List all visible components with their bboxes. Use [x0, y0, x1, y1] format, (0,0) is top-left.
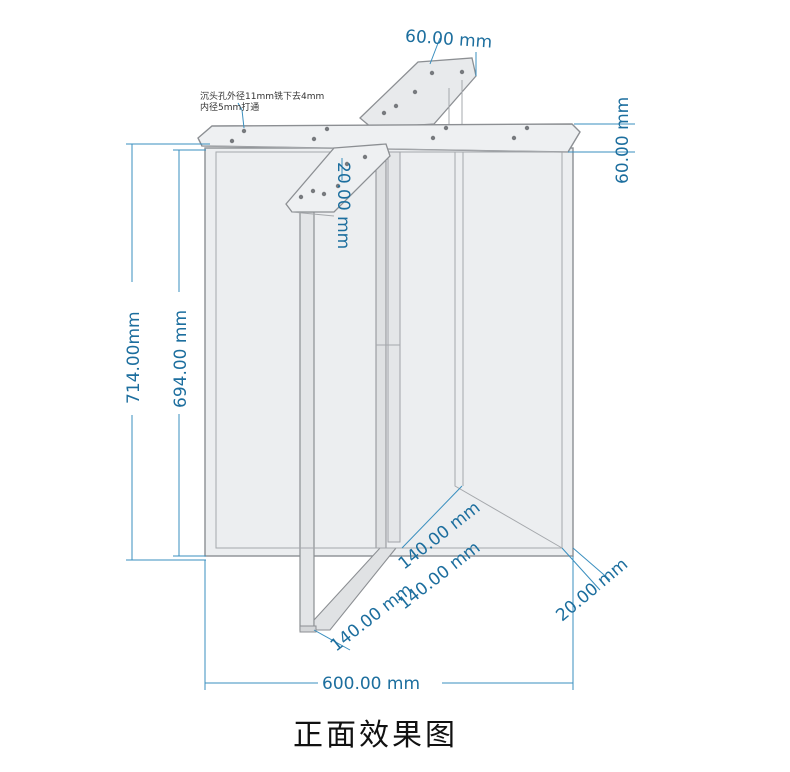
front-cross-plate [285, 143, 391, 217]
dimension-lines [126, 37, 635, 690]
hole-note-line1: 沉头孔外径11mm铣下去4mm [200, 90, 324, 102]
center-upright-back [387, 151, 401, 543]
hole-note-line2: 内径5mm打通 [200, 101, 259, 113]
dim-top-plate-width-right: 60.00 mm [613, 97, 633, 184]
leg-frame [204, 147, 574, 633]
dim-overall-width: 600.00 mm [322, 674, 420, 694]
dim-overall-height: 714.00mm [124, 311, 144, 404]
center-upright [375, 151, 387, 549]
dim-plate-thickness: 20.00 mm [333, 162, 353, 249]
page-title: 正面效果图 [293, 718, 458, 753]
countersunk-holes [229, 69, 530, 200]
dim-top-plate-width: 60.00 mm [404, 27, 492, 53]
front-leg [299, 211, 315, 631]
frame-right-depth [454, 152, 563, 549]
rear-top-bar [359, 57, 477, 129]
front-leg-foot [299, 625, 317, 633]
dim-leg-height: 694.00 mm [171, 310, 191, 408]
